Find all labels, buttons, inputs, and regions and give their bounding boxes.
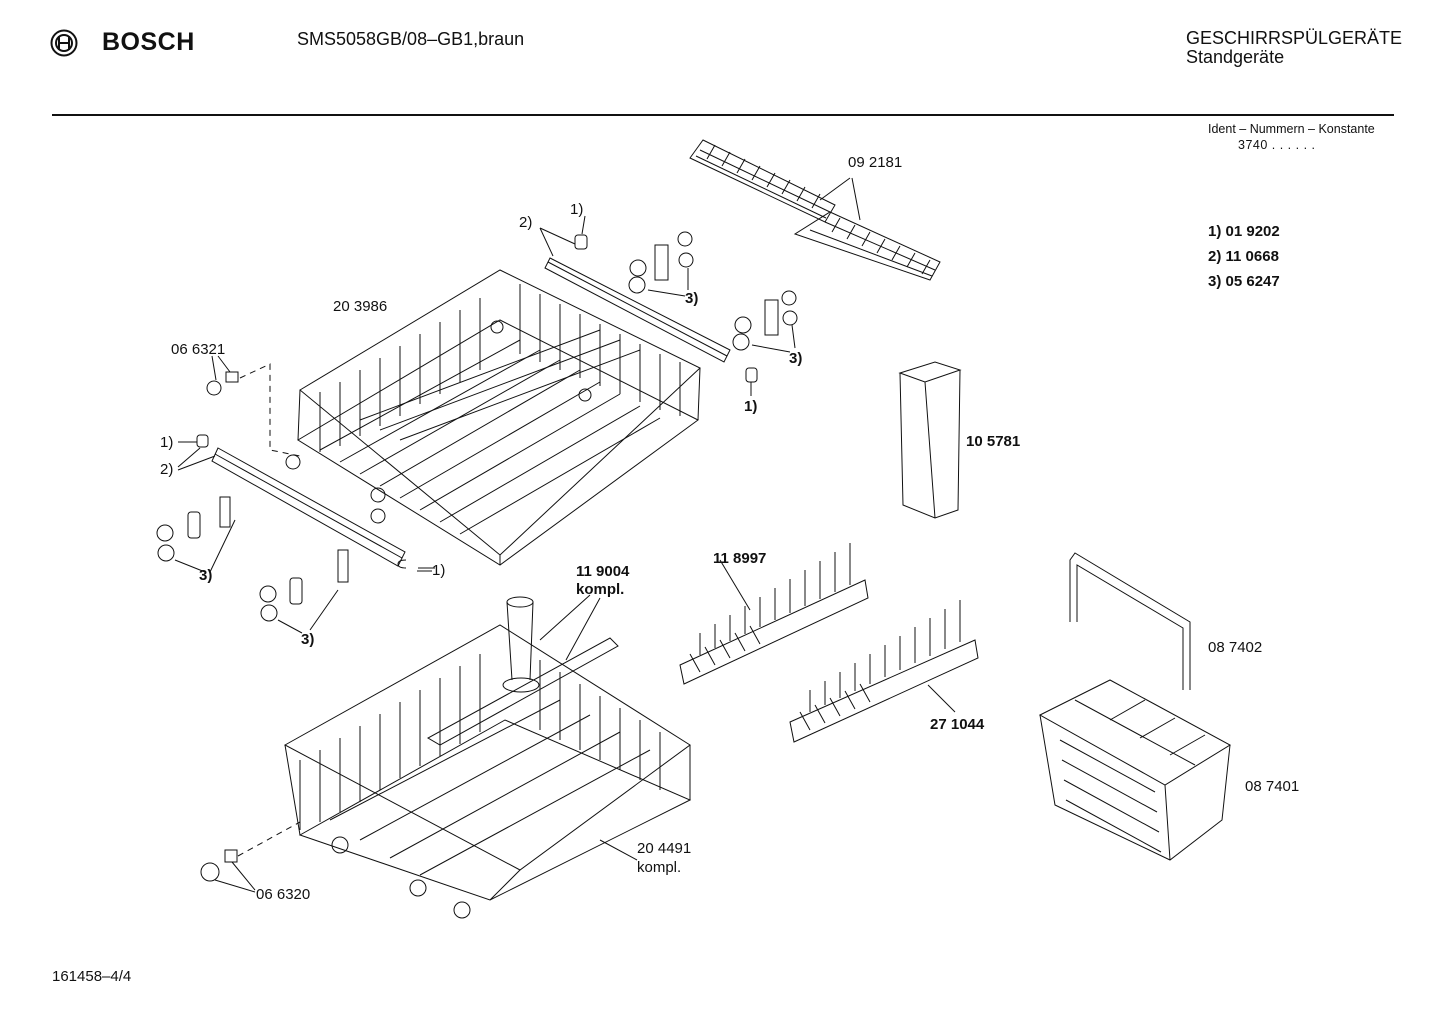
brand: BOSCH <box>50 28 195 57</box>
header-divider <box>52 114 1394 116</box>
bracket-group-left-a <box>157 497 235 572</box>
basket-handle <box>1070 553 1190 690</box>
legend: 1) 01 9202 2) 11 0668 3) 05 6247 <box>1208 219 1280 294</box>
drawing-number: 161458–4/4 <box>52 968 132 985</box>
folding-rack-271044 <box>790 600 978 742</box>
cutlery-box <box>900 362 960 518</box>
legend-value: 01 9202 <box>1225 223 1280 240</box>
callout-3-left-a: 3) <box>199 567 213 584</box>
label-271044: 27 1044 <box>930 716 985 733</box>
label-087402: 08 7402 <box>1208 639 1263 656</box>
label-119004: 11 9004 <box>576 563 630 580</box>
rail-left <box>178 435 435 568</box>
callout-1-upper: 1) <box>570 201 584 218</box>
bracket-group-upper-a <box>629 232 693 296</box>
callout-3-left-b: 3) <box>301 631 315 648</box>
bracket-group-upper-b <box>733 291 797 396</box>
label-118997: 11 8997 <box>713 550 767 567</box>
label-092181: 09 2181 <box>848 154 903 171</box>
leader-upper-callouts <box>540 216 585 256</box>
leader-092181 <box>820 178 860 220</box>
label-066320: 06 6320 <box>256 886 311 903</box>
label-203986: 20 3986 <box>333 298 388 315</box>
rail-upper-right <box>545 235 730 362</box>
upper-basket <box>286 270 700 565</box>
bracket-group-left-b <box>260 550 348 633</box>
cup-shelf-top <box>690 140 835 222</box>
callout-2-upper: 2) <box>519 214 533 231</box>
brand-name: BOSCH <box>102 28 195 56</box>
label-066321: 06 6321 <box>171 341 226 358</box>
legend-row: 1) 01 9202 <box>1208 219 1280 244</box>
legend-row: 2) 11 0668 <box>1208 244 1280 269</box>
bosch-logo-icon <box>50 29 78 56</box>
ident-title: Ident – Nummern – Konstante <box>1208 122 1375 136</box>
legend-value: 05 6247 <box>1225 273 1280 290</box>
label-kompl: kompl. <box>637 859 682 876</box>
category-line-2: Standgeräte <box>1186 47 1285 67</box>
label-kompl-bold: kompl. <box>576 581 625 598</box>
legend-key: 2) <box>1208 248 1222 265</box>
callout-2-left: 2) <box>160 461 174 478</box>
label-105781: 10 5781 <box>966 433 1021 450</box>
cutlery-basket <box>1040 680 1230 860</box>
folding-rack-118997 <box>680 543 868 684</box>
wheel-066320 <box>201 822 300 892</box>
ident-value: 3740 . . . . . . <box>1238 138 1316 152</box>
callout-3-upper-a: 3) <box>685 290 699 307</box>
callout-3-upper-b: 3) <box>789 350 803 367</box>
legend-key: 3) <box>1208 273 1222 290</box>
callout-1-left: 1) <box>160 434 174 451</box>
lower-basket <box>285 625 690 918</box>
wheel-066321 <box>207 356 300 456</box>
product-category: GESCHIRRSPÜLGERÄTE Standgeräte <box>1186 29 1402 67</box>
callout-1-upper-right: 1) <box>744 398 758 415</box>
model-number: SMS5058GB/08–GB1,braun <box>297 29 525 49</box>
category-line-1: GESCHIRRSPÜLGERÄTE <box>1186 28 1403 48</box>
legend-key: 1) <box>1208 223 1222 240</box>
ident-block: Ident – Nummern – Konstante 3740 . . . .… <box>1208 121 1375 153</box>
label-204491: 20 4491 <box>637 840 692 857</box>
label-087401: 08 7401 <box>1245 778 1300 795</box>
legend-value: 11 0668 <box>1225 248 1279 265</box>
spray-arm <box>428 595 618 745</box>
callout-1-rail: —1) <box>417 562 446 579</box>
legend-row: 3) 05 6247 <box>1208 269 1280 294</box>
cup-shelf-bottom <box>795 212 940 280</box>
